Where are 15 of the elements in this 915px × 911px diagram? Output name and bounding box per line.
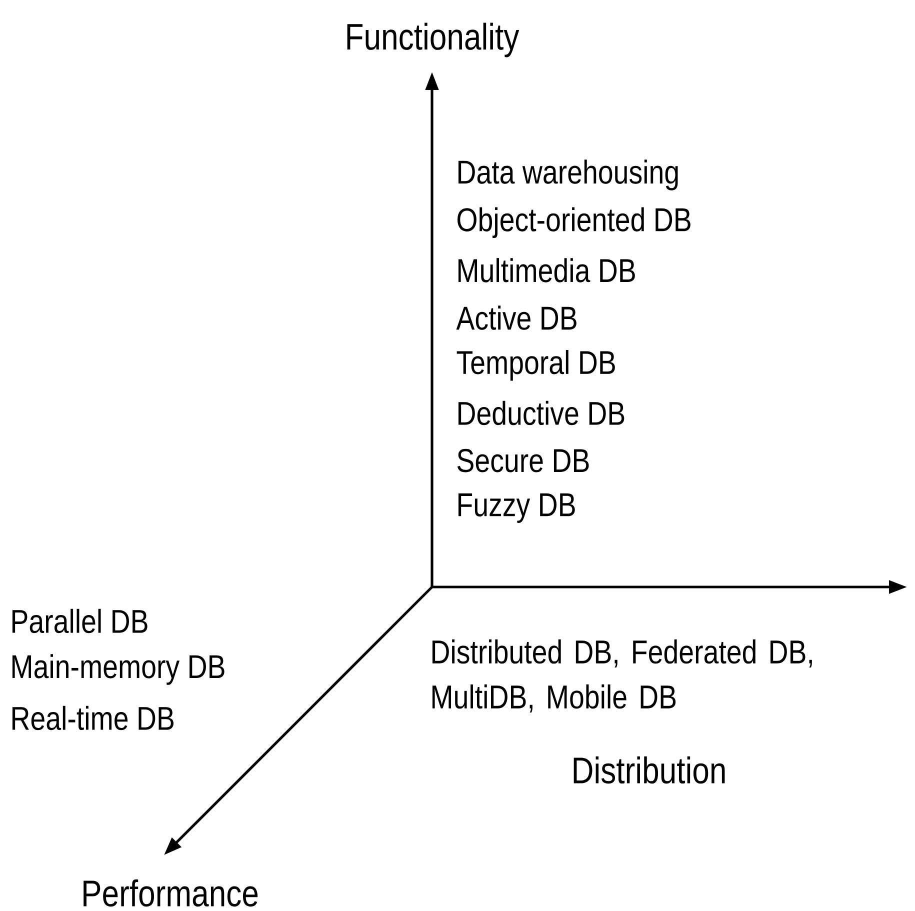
axis-label: Functionality	[347, 22, 520, 58]
list-item: Multimedia DB	[458, 258, 635, 282]
list-item: Real-time DB	[12, 706, 174, 730]
list-item: Fuzzy DB	[458, 493, 575, 523]
list-item: Distributed DB, Federated DB, MultiDB, Mobile DB	[432, 639, 812, 713]
list-item: Data warehousing	[458, 160, 678, 190]
list-item: Object-oriented DB	[458, 207, 690, 238]
list-item: Temporal DB	[456, 350, 615, 381]
list-item: Parallel DB	[12, 608, 148, 634]
list-item: Deductive DB	[458, 400, 624, 426]
list-item: Active DB	[456, 306, 576, 330]
list-item: Secure DB	[457, 448, 589, 472]
axis-label: Performance	[84, 879, 258, 907]
list-item: Main-memory DB	[12, 654, 224, 685]
axis-label: Distribution	[574, 756, 725, 784]
